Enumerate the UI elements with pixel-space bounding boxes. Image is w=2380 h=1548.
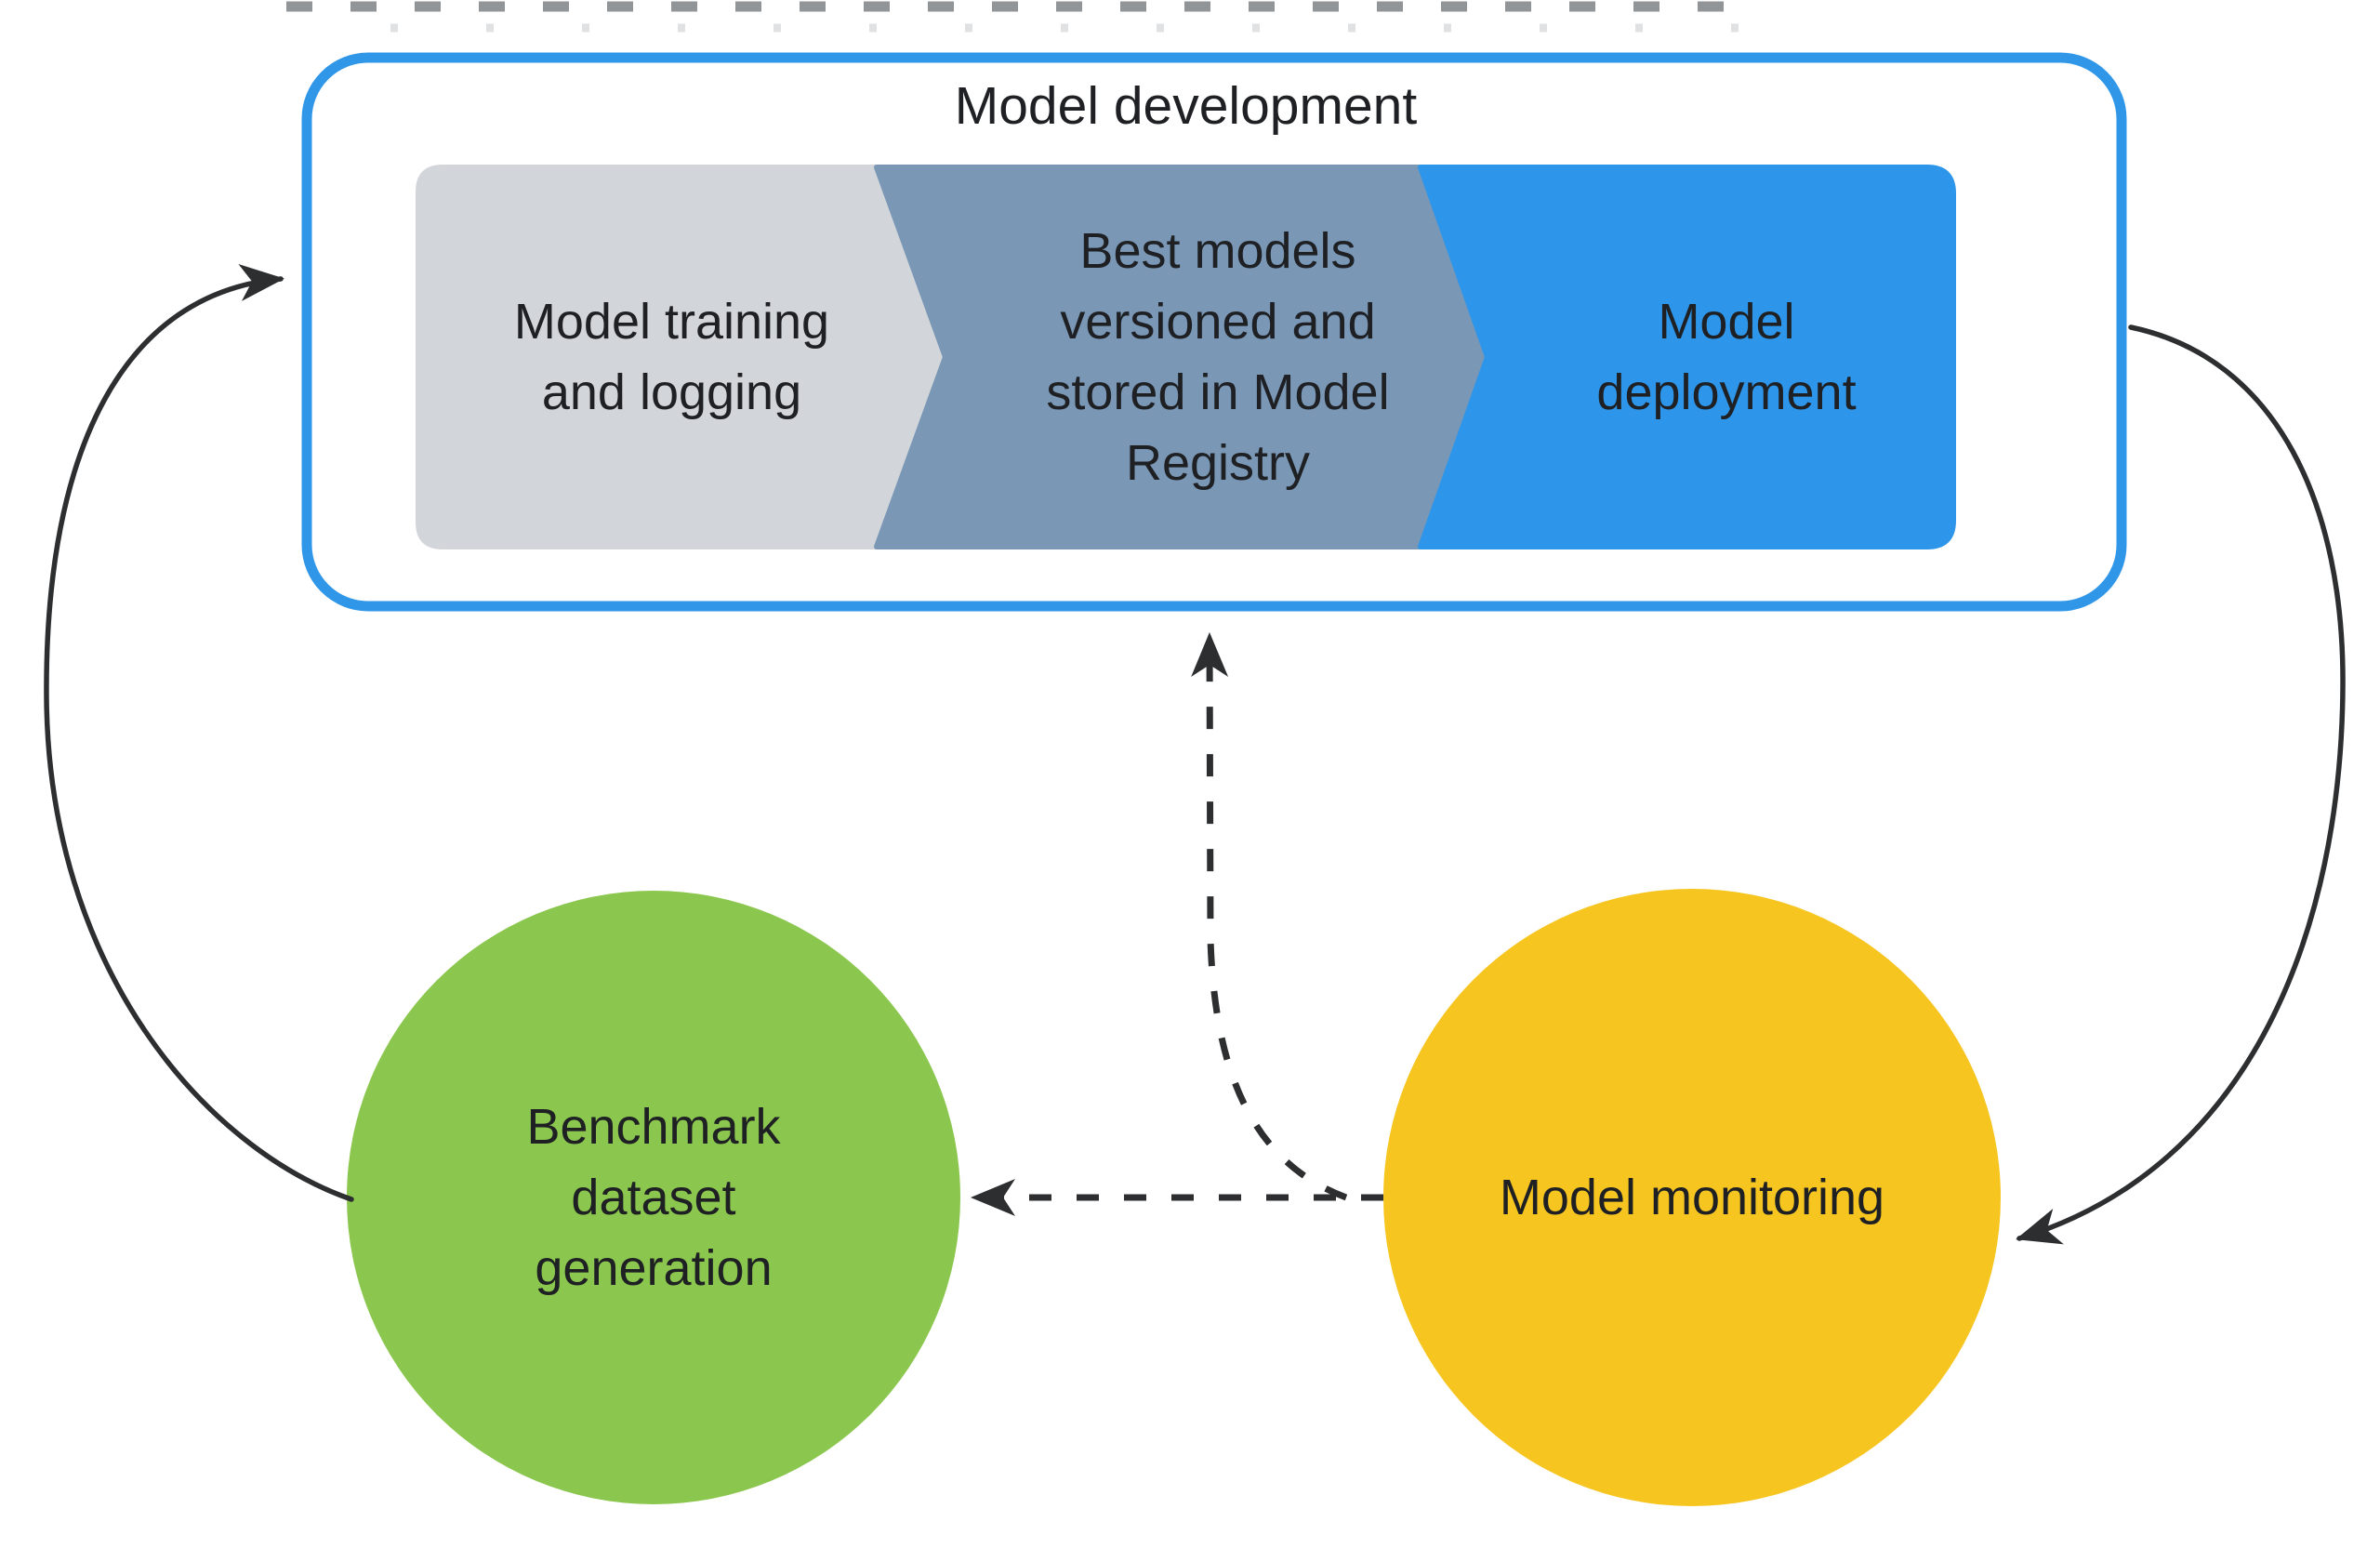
chevron-model-deployment-edge (1418, 165, 1956, 549)
cropped-text-fragments (286, 1, 1762, 33)
model-monitoring-circle (1383, 889, 2001, 1506)
chevron-model-training-edge (416, 165, 948, 549)
chevron-model-training (418, 167, 945, 547)
arrow-monitoring-to-development (1191, 632, 1348, 1201)
arrow-benchmark-to-development (44, 264, 354, 1202)
benchmark-dataset-circle (347, 891, 960, 1504)
arrow-development-to-monitoring (2016, 324, 2346, 1245)
chevron-model-registry (877, 167, 1488, 547)
chevron-model-deployment (1421, 167, 1953, 547)
